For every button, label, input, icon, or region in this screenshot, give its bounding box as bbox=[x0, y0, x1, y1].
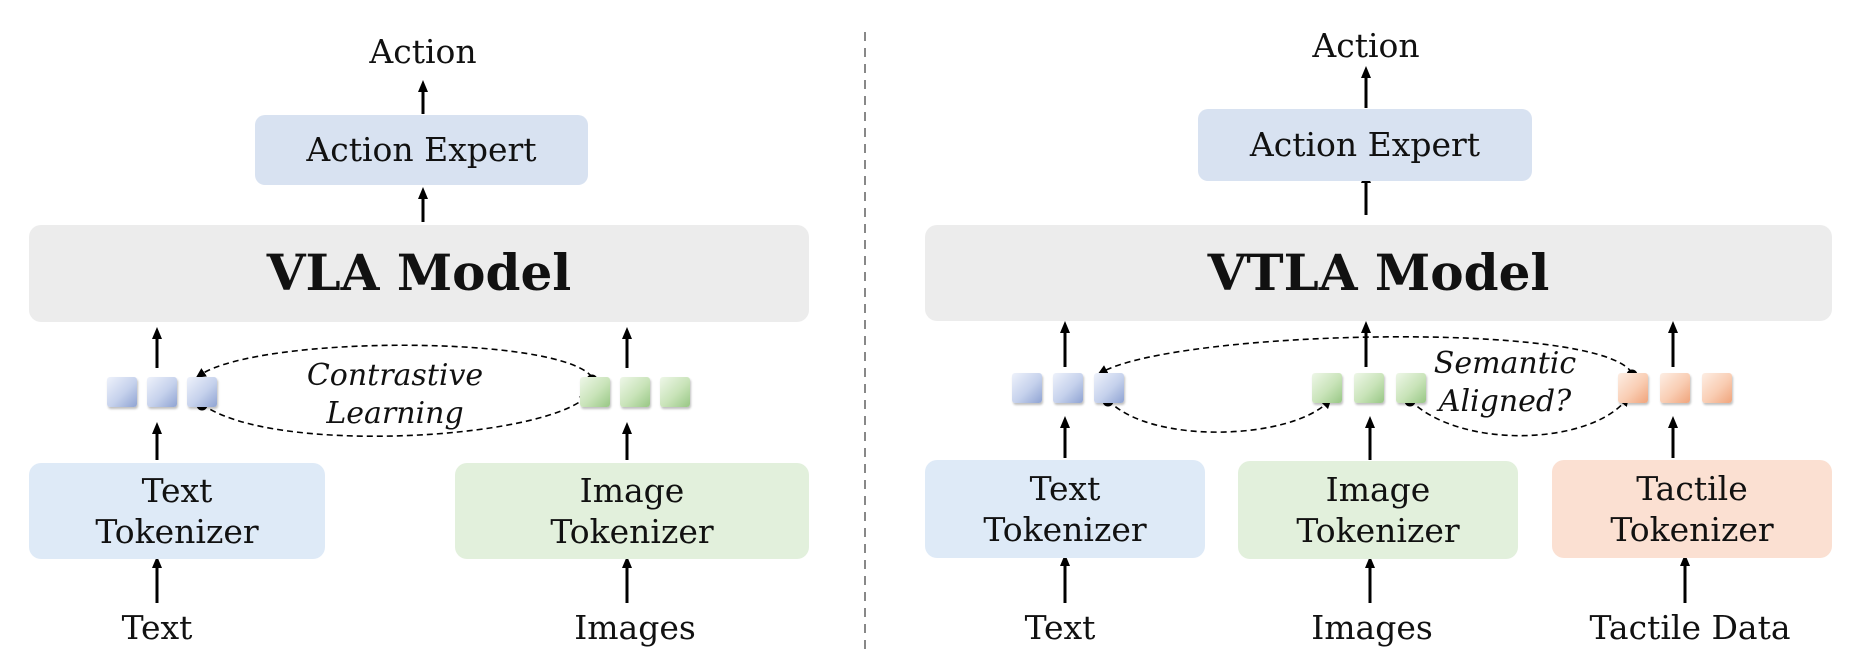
action-label-left: Action bbox=[369, 32, 477, 71]
text-tokenizer-box-right: Text Tokenizer bbox=[925, 460, 1205, 558]
text-token-right-1 bbox=[1012, 373, 1042, 403]
text-token-left-1 bbox=[107, 377, 137, 407]
image-tokenizer-line-2-left: Tokenizer bbox=[550, 512, 714, 551]
tactile-input-label-right: Tactile Data bbox=[1589, 608, 1791, 647]
tactile-token-right-1 bbox=[1618, 373, 1648, 403]
text-input-label-left: Text bbox=[121, 608, 193, 647]
image-tokenizer-box-right: Image Tokenizer bbox=[1238, 461, 1518, 559]
tactile-token-right-3 bbox=[1702, 373, 1732, 403]
contrastive-learning-note: Contrastive Learning bbox=[307, 357, 483, 432]
vla-model-box: VLA Model bbox=[29, 225, 809, 322]
image-tokenizer-line-2-right: Tokenizer bbox=[1296, 511, 1460, 550]
action-expert-box-right: Action Expert bbox=[1198, 109, 1532, 181]
tactile-tokenizer-line-2-right: Tokenizer bbox=[1610, 510, 1774, 549]
action-expert-label-left: Action Expert bbox=[306, 130, 537, 170]
vla-model-label: VLA Model bbox=[266, 243, 572, 303]
image-tokenizer-line-1-left: Image bbox=[579, 470, 685, 510]
semantic-line-1: Semantic bbox=[1433, 346, 1577, 381]
text-token-right-3 bbox=[1094, 373, 1124, 403]
semantic-line-2: Aligned? bbox=[1438, 383, 1572, 419]
text-token-left-3 bbox=[187, 377, 217, 407]
action-label-right: Action bbox=[1312, 26, 1420, 65]
semantic-aligned-note: Semantic Aligned? bbox=[1434, 345, 1576, 420]
image-token-left-3 bbox=[660, 377, 690, 407]
image-token-right-3 bbox=[1396, 373, 1426, 403]
image-input-label-left: Images bbox=[574, 608, 696, 647]
image-token-left-1 bbox=[580, 377, 610, 407]
text-input-label-right: Text bbox=[1024, 608, 1096, 647]
action-expert-label-right: Action Expert bbox=[1249, 125, 1481, 165]
tactile-tokenizer-line-1-right: Tactile bbox=[1636, 468, 1748, 508]
text-tokenizer-line-2-right: Tokenizer bbox=[983, 510, 1147, 549]
image-tokenizer-line-1-right: Image bbox=[1325, 469, 1431, 509]
contrastive-line-2: Learning bbox=[326, 395, 464, 431]
tactile-token-right-2 bbox=[1660, 373, 1690, 403]
text-token-right-2 bbox=[1053, 373, 1083, 403]
right-arrows bbox=[1060, 66, 1690, 603]
text-tokenizer-line-1-left: Text bbox=[141, 470, 213, 510]
text-tokenizer-box-left: Text Tokenizer bbox=[29, 463, 325, 559]
text-tokenizer-line-2-left: Tokenizer bbox=[95, 512, 259, 551]
image-tokenizer-box-left: Image Tokenizer bbox=[455, 463, 809, 559]
contrastive-curves bbox=[195, 344, 593, 437]
action-expert-box-left: Action Expert bbox=[255, 115, 588, 185]
text-tokenizer-line-1-right: Text bbox=[1029, 468, 1101, 508]
image-token-right-2 bbox=[1354, 373, 1384, 403]
image-token-left-2 bbox=[620, 377, 650, 407]
left-arrows bbox=[152, 80, 632, 603]
text-token-left-2 bbox=[147, 377, 177, 407]
alignment-curves bbox=[1097, 336, 1633, 437]
vtla-model-label: VTLA Model bbox=[1207, 242, 1550, 302]
image-input-label-right: Images bbox=[1311, 608, 1433, 647]
image-token-right-1 bbox=[1312, 373, 1342, 403]
vtla-model-box: VTLA Model bbox=[925, 225, 1832, 321]
contrastive-line-1: Contrastive bbox=[306, 358, 484, 393]
tactile-tokenizer-box-right: Tactile Tokenizer bbox=[1552, 460, 1832, 558]
